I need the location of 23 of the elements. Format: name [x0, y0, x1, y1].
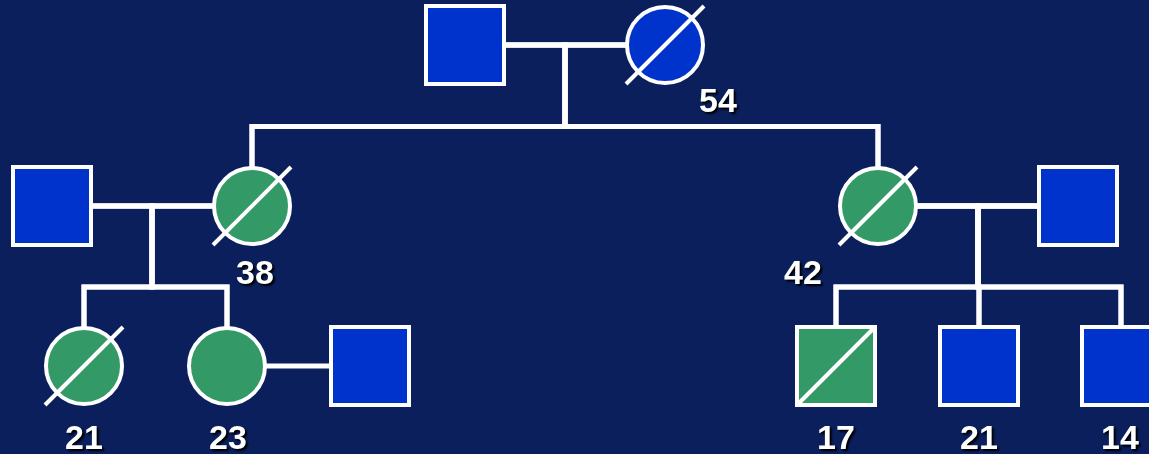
- deceased-female-circle: [210, 164, 294, 248]
- pedigree-line: [975, 203, 1124, 327]
- age-label: 38: [236, 254, 274, 290]
- age-label: 21: [960, 419, 998, 454]
- deceased-female-circle: [836, 164, 920, 248]
- male-square: [328, 324, 412, 408]
- deceased-female-circle: [623, 3, 707, 87]
- age-label: 23: [209, 419, 247, 454]
- age-label: 14: [1101, 419, 1139, 454]
- age-label: 54: [699, 82, 737, 118]
- female-circle: [185, 324, 269, 408]
- deceased-female-circle: [42, 324, 126, 408]
- age-label: 17: [817, 419, 855, 454]
- male-square: [10, 164, 94, 248]
- pedigree-line: [266, 363, 331, 369]
- male-square: [1036, 164, 1120, 248]
- deceased-male-square: [794, 324, 878, 408]
- male-square: [423, 3, 507, 87]
- age-label: 21: [65, 419, 103, 454]
- pedigree-line: [562, 42, 881, 167]
- male-square: [937, 324, 1021, 408]
- age-label: 42: [784, 254, 822, 290]
- pedigree-line: [149, 203, 230, 327]
